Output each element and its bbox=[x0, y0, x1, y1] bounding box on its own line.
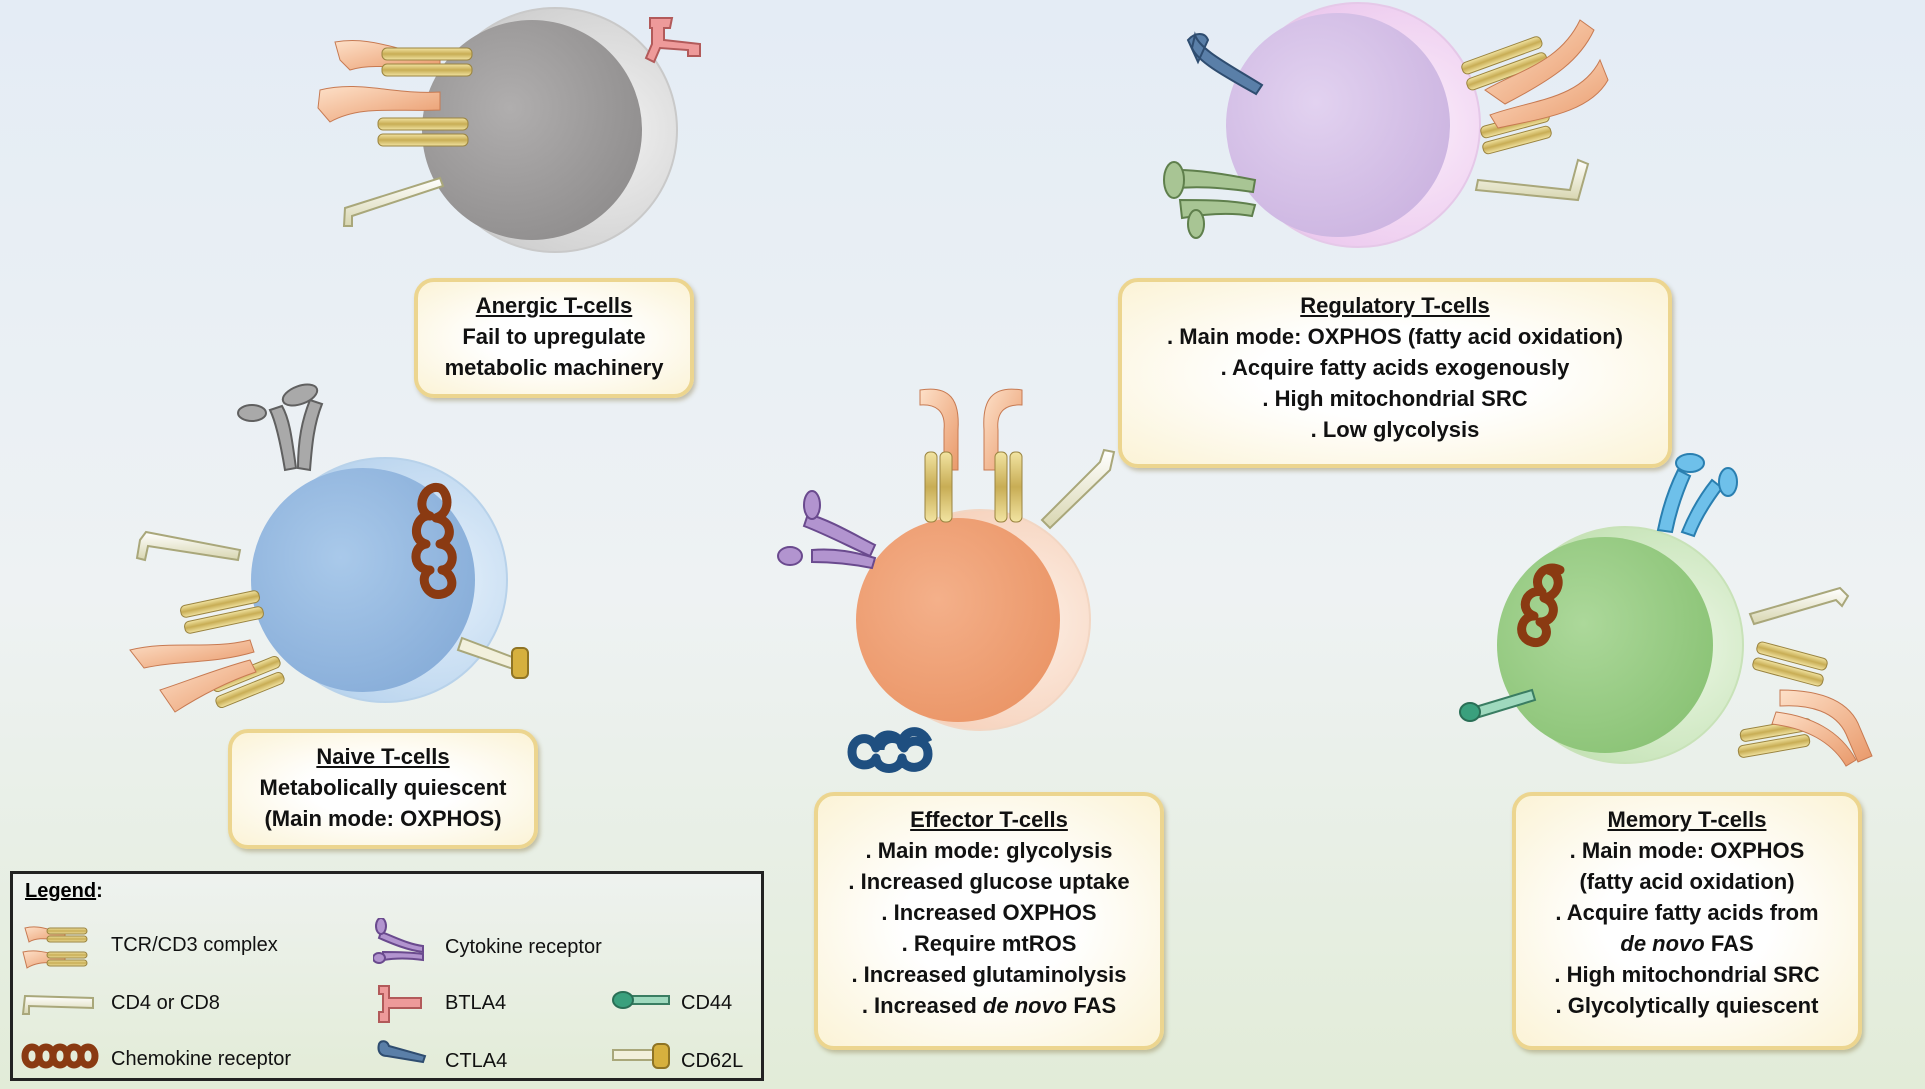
cd62l bbox=[456, 636, 529, 679]
cytokine-receptor-green bbox=[1163, 161, 1257, 239]
naive-cell bbox=[129, 383, 529, 713]
chemokine-receptor bbox=[1517, 563, 1565, 648]
cytokine-receptor-purple bbox=[777, 490, 877, 570]
tcr-cd3-complex bbox=[1461, 19, 1609, 155]
legend-label-cytokine: Cytokine receptor bbox=[445, 936, 602, 958]
cd4-cd8 bbox=[1474, 158, 1590, 202]
anergic-cell bbox=[317, 7, 701, 253]
legend-label-ctla4: CTLA4 bbox=[445, 1050, 508, 1072]
cd4-cd8 bbox=[1748, 586, 1850, 626]
cd62l-icon bbox=[612, 1043, 670, 1069]
tcr-cd3-complex bbox=[129, 590, 285, 713]
legend: Legend: TCR/CD3 complex CD4 or CD8 Chemo… bbox=[10, 871, 764, 1081]
effector-fas-prefix: . Increased bbox=[861, 993, 983, 1018]
memory-fas-suffix: FAS bbox=[1704, 931, 1754, 956]
cytokine-receptor-blue bbox=[1656, 453, 1738, 538]
memory-box: Memory T-cells . Main mode: OXPHOS (fatt… bbox=[1512, 792, 1862, 1050]
chemokine-receptor-icon bbox=[21, 1043, 99, 1069]
naive-line: (Main mode: OXPHOS) bbox=[264, 806, 502, 831]
memory-title: Memory T-cells bbox=[1607, 807, 1767, 832]
chemokine-receptor bbox=[411, 483, 457, 599]
memory-cell bbox=[1459, 453, 1873, 767]
memory-line: . Main mode: OXPHOS bbox=[1569, 838, 1805, 863]
ctla4 bbox=[1186, 31, 1264, 96]
regulatory-line: . High mitochondrial SRC bbox=[1262, 386, 1528, 411]
ctla4-icon bbox=[377, 1040, 427, 1064]
memory-line-fas: de novo FAS bbox=[1516, 928, 1858, 959]
memory-line: . Glycolytically quiescent bbox=[1555, 993, 1819, 1018]
regulatory-box: Regulatory T-cells . Main mode: OXPHOS (… bbox=[1118, 278, 1672, 468]
cytokine-receptor-icon bbox=[373, 918, 424, 964]
effector-fas-italic: de novo bbox=[982, 993, 1068, 1018]
tcr-cd3-complex-icon bbox=[22, 926, 88, 969]
memory-line: (fatty acid oxidation) bbox=[1579, 869, 1795, 894]
regulatory-line: . Low glycolysis bbox=[1310, 417, 1480, 442]
effector-box: Effector T-cells . Main mode: glycolysis… bbox=[814, 792, 1164, 1050]
cd4-cd8 bbox=[1040, 448, 1116, 530]
tcr-cd3-complex bbox=[1737, 641, 1873, 767]
anergic-line: Fail to upregulate bbox=[462, 324, 646, 349]
effector-fas-suffix: FAS bbox=[1067, 993, 1117, 1018]
regulatory-title: Regulatory T-cells bbox=[1300, 293, 1490, 318]
naive-box: Naive T-cells Metabolically quiescent (M… bbox=[228, 729, 538, 849]
memory-line: . High mitochondrial SRC bbox=[1554, 962, 1820, 987]
naive-line: Metabolically quiescent bbox=[259, 775, 507, 800]
cd4-cd8 bbox=[342, 176, 445, 227]
cd4-cd8 bbox=[135, 530, 242, 562]
btla4 bbox=[644, 17, 701, 64]
btla4-icon bbox=[378, 985, 422, 1023]
effector-line-fas: . Increased de novo FAS bbox=[818, 990, 1160, 1021]
legend-label-cd62l: CD62L bbox=[681, 1050, 744, 1072]
chemokine-receptor-effector bbox=[847, 727, 933, 773]
cd4-cd8-icon bbox=[21, 994, 94, 1015]
legend-label-cd4-cd8: CD4 or CD8 bbox=[111, 992, 220, 1014]
regulatory-cell bbox=[1163, 2, 1609, 248]
anergic-title: Anergic T-cells bbox=[475, 293, 633, 318]
effector-title: Effector T-cells bbox=[910, 807, 1068, 832]
tcr-cd3-complex bbox=[919, 388, 1023, 523]
cd44-icon bbox=[612, 991, 670, 1009]
legend-label-chemokine: Chemokine receptor bbox=[111, 1048, 292, 1070]
legend-title: Legend: bbox=[25, 880, 103, 902]
effector-line: . Increased OXPHOS bbox=[881, 900, 1097, 925]
legend-title-text: Legend bbox=[25, 880, 97, 902]
effector-line: . Increased glutaminolysis bbox=[851, 962, 1127, 987]
effector-line: . Main mode: glycolysis bbox=[865, 838, 1113, 863]
regulatory-line: . Main mode: OXPHOS (fatty acid oxidatio… bbox=[1167, 324, 1623, 349]
legend-label-tcr: TCR/CD3 complex bbox=[111, 934, 278, 956]
legend-label-btla4: BTLA4 bbox=[445, 992, 507, 1014]
naive-title: Naive T-cells bbox=[316, 744, 450, 769]
effector-line: . Increased glucose uptake bbox=[848, 869, 1130, 894]
legend-label-cd44: CD44 bbox=[681, 992, 733, 1014]
tcr-cd3-complex bbox=[317, 40, 473, 147]
effector-cell bbox=[777, 388, 1116, 773]
memory-fas-italic: de novo bbox=[1620, 931, 1705, 956]
anergic-line: metabolic machinery bbox=[444, 355, 664, 380]
effector-line: . Require mtROS bbox=[901, 931, 1077, 956]
regulatory-line: . Acquire fatty acids exogenously bbox=[1220, 355, 1570, 380]
cd44 bbox=[1459, 688, 1537, 722]
memory-line: . Acquire fatty acids from bbox=[1555, 900, 1819, 925]
anergic-box: Anergic T-cells Fail to upregulate metab… bbox=[414, 278, 694, 398]
cytokine-receptor-grey bbox=[237, 383, 324, 472]
